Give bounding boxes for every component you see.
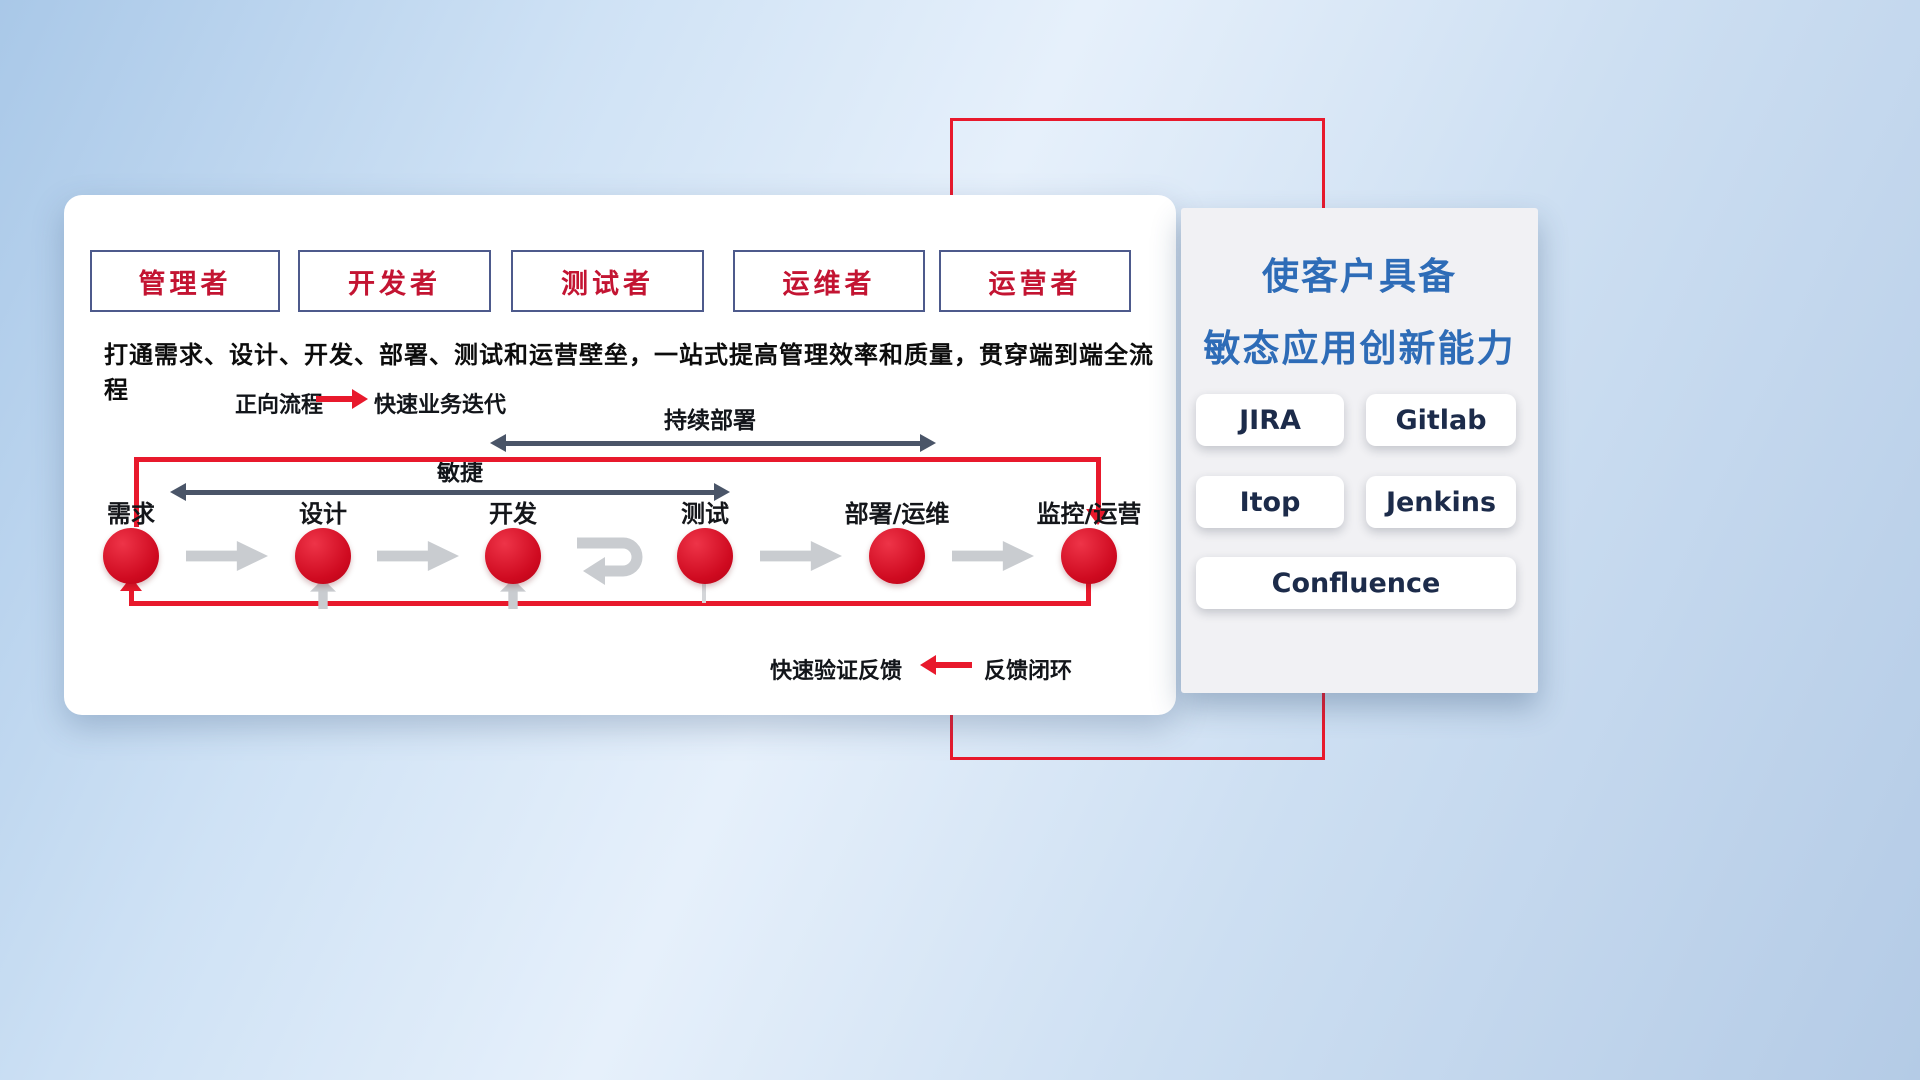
step-node-deploy-ops	[869, 528, 925, 584]
step-label-deploy-ops: 部署/运维	[844, 500, 950, 528]
step-label-monitor-op: 监控/运营	[1036, 500, 1142, 528]
tool-chip-confluence: Confluence	[1196, 557, 1516, 609]
flow-arrow-icon	[952, 541, 1034, 571]
agile-arrow-icon	[170, 482, 730, 502]
feedback-loop-right-segment	[1086, 583, 1091, 603]
step-node-monitor-op	[1061, 528, 1117, 584]
step-node-develop	[485, 528, 541, 584]
tool-chip-jenkins: Jenkins	[1366, 476, 1516, 528]
feedback-label: 反馈闭环	[984, 659, 1073, 684]
agile-label: 敏捷	[437, 460, 483, 486]
workflow-panel: 管理者 开发者 测试者 运维者 运营者 打通需求、设计、开发、部署、测试和运营壁…	[64, 195, 1176, 715]
role-box-developer: 开发者	[298, 250, 491, 312]
step-node-design	[295, 528, 351, 584]
feedback-loop-left-segment	[129, 589, 134, 603]
capability-title-line1: 使客户具备	[1262, 255, 1457, 298]
role-label: 测试者	[561, 268, 654, 300]
feedback-connector-test	[702, 584, 706, 603]
forward-flow-label: 正向流程	[235, 393, 324, 418]
forward-loop-right-segment	[1096, 457, 1101, 511]
step-node-test	[677, 528, 733, 584]
step-label-test: 测试	[681, 500, 729, 528]
role-label: 运营者	[988, 268, 1082, 300]
role-label: 管理者	[138, 268, 232, 300]
role-label: 开发者	[348, 268, 441, 300]
flow-arrow-icon	[186, 541, 268, 571]
step-label-requirements: 需求	[107, 500, 155, 528]
role-box-manager: 管理者	[90, 250, 280, 312]
step-label-develop: 开发	[489, 500, 537, 528]
step-label-design: 设计	[299, 500, 347, 528]
forward-loop-left-segment	[134, 457, 139, 527]
capability-panel: 使客户具备 敏态应用创新能力 JIRA Gitlab Itop Jenkins …	[1181, 208, 1538, 693]
tool-chip-gitlab: Gitlab	[1366, 394, 1516, 446]
feedback-arrow-icon	[920, 655, 972, 675]
panel-subtitle: 打通需求、设计、开发、部署、测试和运营壁垒，一站式提高管理效率和质量，贯穿端到端…	[104, 341, 1154, 404]
role-box-operator: 运营者	[939, 250, 1131, 312]
role-box-tester: 测试者	[511, 250, 704, 312]
feedback-loop-bottom-segment	[129, 601, 1091, 606]
iteration-loop-icon	[577, 537, 643, 585]
flow-arrow-icon	[377, 541, 459, 571]
forward-arrow-icon	[316, 389, 368, 409]
feedback-desc: 快速验证反馈	[770, 659, 903, 684]
forward-loop-arrowhead-icon	[1086, 509, 1110, 525]
capability-title-line2: 敏态应用创新能力	[1203, 327, 1516, 370]
role-box-ops: 运维者	[733, 250, 925, 312]
role-label: 运维者	[782, 268, 876, 300]
forward-flow-desc: 快速业务迭代	[374, 393, 507, 418]
flow-arrow-icon	[760, 541, 842, 571]
step-node-requirements	[103, 528, 159, 584]
tool-chip-jira: JIRA	[1196, 394, 1344, 446]
forward-loop-top-segment	[134, 457, 1101, 462]
tool-chip-itop: Itop	[1196, 476, 1344, 528]
continuous-deploy-arrow-icon	[490, 433, 936, 453]
continuous-deploy-label: 持续部署	[664, 408, 756, 434]
